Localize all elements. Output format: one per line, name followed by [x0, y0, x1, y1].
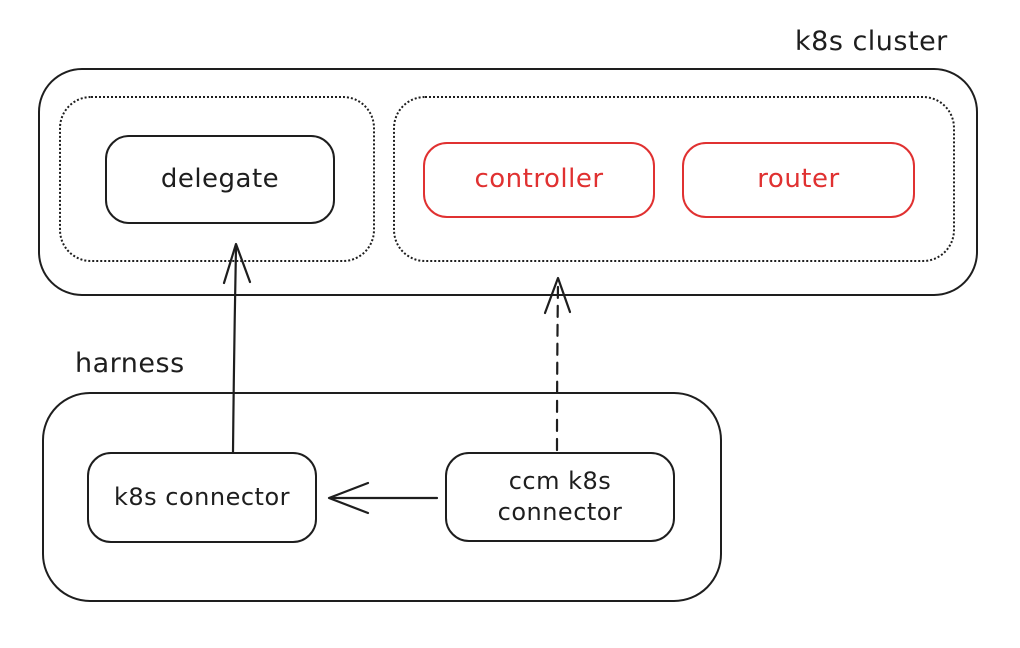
router-node-label: router	[757, 164, 840, 195]
harness-container	[42, 392, 722, 602]
k8s-cluster-label: k8s cluster	[795, 26, 948, 57]
controller-node: controller	[423, 142, 655, 218]
ccm-k8s-connector-node-label: ccm k8s connector	[497, 466, 623, 526]
k8s-cluster-container	[38, 68, 978, 296]
delegate-node-label: delegate	[160, 163, 280, 194]
delegate-node: delegate	[105, 135, 335, 224]
router-node: router	[682, 142, 915, 218]
controller-node-label: controller	[474, 164, 604, 195]
control-group-dotted-container	[393, 96, 955, 262]
delegate-group-dotted-container	[59, 96, 375, 262]
ccm-k8s-connector-node: ccm k8s connector	[445, 452, 675, 542]
k8s-connector-node-label: k8s connector	[113, 482, 291, 511]
harness-label: harness	[75, 348, 185, 379]
k8s-connector-node: k8s connector	[87, 452, 317, 543]
